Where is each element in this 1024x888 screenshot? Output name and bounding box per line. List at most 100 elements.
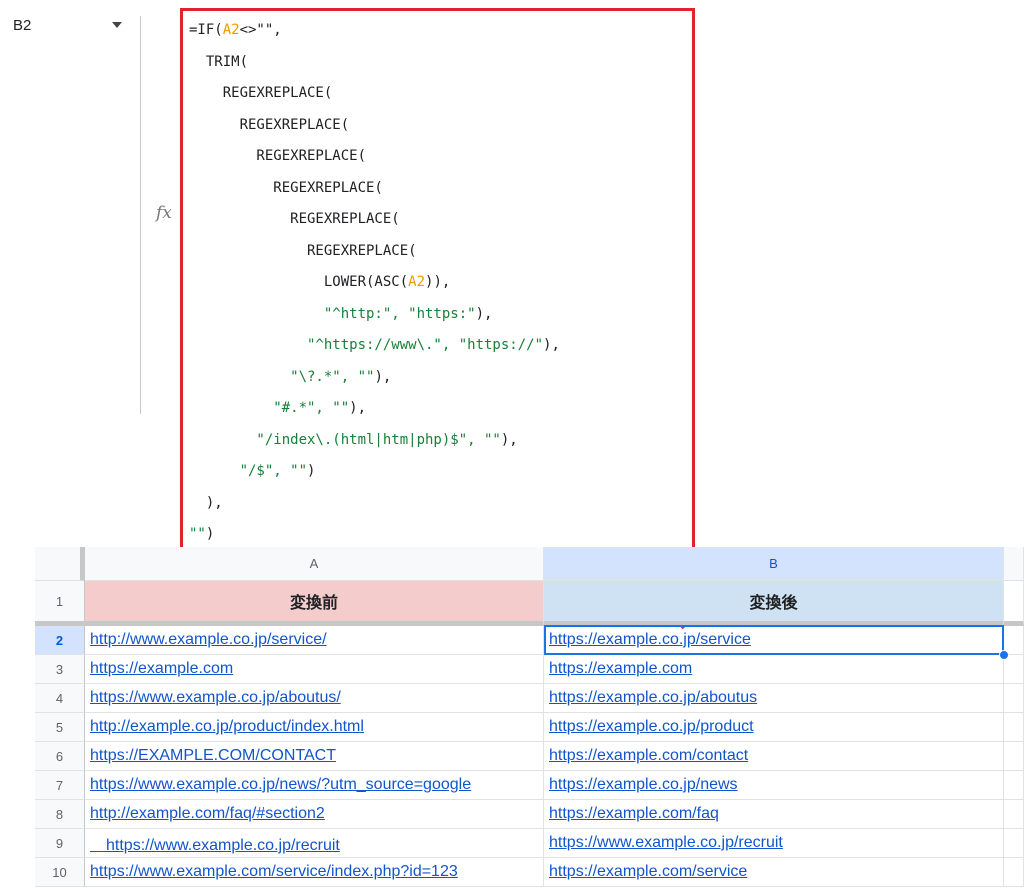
cell-c[interactable] <box>1004 800 1024 829</box>
chevron-down-icon[interactable] <box>112 22 122 28</box>
formula-token: REGEXREPLACE( <box>189 148 367 164</box>
url-link[interactable]: https://www.example.co.jp/aboutus/ <box>90 689 341 706</box>
formula-line: ), <box>189 488 223 519</box>
url-link[interactable]: https://example.com/service <box>549 863 748 880</box>
cell-c[interactable] <box>1004 742 1024 771</box>
row-number[interactable]: 1 <box>35 581 85 626</box>
url-link[interactable]: https://example.com <box>549 660 693 677</box>
row-number[interactable]: 8 <box>35 800 85 829</box>
select-all-corner[interactable] <box>35 547 85 581</box>
formula-string: "/$", "" <box>189 463 308 479</box>
cell-after[interactable]: https://example.com/contact <box>544 742 1004 771</box>
formula-line: REGEXREPLACE( <box>189 141 366 172</box>
formula-token: REGEXREPLACE( <box>189 179 383 196</box>
cell-before[interactable]: https://www.example.com/service/index.ph… <box>85 858 544 887</box>
table-row: 9 https://www.example.co.jp/recruit https… <box>35 829 1024 858</box>
cell-after[interactable]: https://example.co.jp/service <box>544 626 1004 655</box>
cell-c[interactable] <box>1004 655 1024 684</box>
cell-before[interactable]: https://www.example.co.jp/news/?utm_sour… <box>85 771 544 800</box>
column-header-b[interactable]: B <box>544 547 1004 581</box>
table-row: 7 https://www.example.co.jp/news/?utm_sou… <box>35 771 1024 800</box>
formula-token: ), <box>374 368 392 385</box>
formula-token: ) <box>205 526 215 542</box>
row-number[interactable]: 4 <box>35 684 85 713</box>
cell-c[interactable] <box>1004 858 1024 887</box>
cell-before[interactable]: https://www.example.co.jp/recruit <box>85 829 544 858</box>
formula-line: "") <box>189 519 214 550</box>
url-link[interactable]: http://example.co.jp/product/index.html <box>90 718 364 735</box>
cell-c[interactable] <box>1004 829 1024 858</box>
url-link[interactable]: https://www.example.com/service/index.ph… <box>90 863 458 880</box>
cell-before[interactable]: https://www.example.co.jp/aboutus/ <box>85 684 544 713</box>
url-link[interactable]: https://www.example.co.jp/recruit <box>90 837 340 854</box>
row-number[interactable]: 9 <box>35 829 85 858</box>
formula-line: REGEXREPLACE( <box>189 236 417 267</box>
formula-token: REGEXREPLACE( <box>189 85 333 101</box>
formula-line: REGEXREPLACE( <box>189 78 333 109</box>
formula-string: "^https://www\.", "https://" <box>189 337 544 353</box>
formula-string: "#.*", "" <box>189 400 350 416</box>
cell-after[interactable]: https://example.co.jp/product <box>544 713 1004 742</box>
row-number[interactable]: 2 <box>35 626 85 655</box>
url-link[interactable]: https://example.com/faq <box>549 805 719 822</box>
url-link[interactable]: http://www.example.co.jp/service/ <box>90 631 327 648</box>
table-row: 10 https://www.example.com/service/index.… <box>35 858 1024 887</box>
cell-c1[interactable] <box>1004 581 1024 626</box>
formula-editor[interactable]: =IF(A2<>"", TRIM( REGEXREPLACE( REGEXREP… <box>180 8 695 551</box>
url-link[interactable]: https://www.example.co.jp/recruit <box>549 834 783 851</box>
cell-before[interactable]: http://example.com/faq/#section2 <box>85 800 544 829</box>
cell-c[interactable] <box>1004 684 1024 713</box>
cell-after[interactable]: https://www.example.co.jp/recruit <box>544 829 1004 858</box>
row-number[interactable]: 7 <box>35 771 85 800</box>
fill-handle[interactable] <box>999 650 1009 660</box>
cell-c[interactable] <box>1004 771 1024 800</box>
cell-before[interactable]: https://example.com <box>85 655 544 684</box>
formula-token: REGEXREPLACE( <box>189 242 417 259</box>
row-number[interactable]: 6 <box>35 742 85 771</box>
url-link[interactable]: https://example.co.jp/news <box>549 776 738 793</box>
row-number[interactable]: 10 <box>35 858 85 887</box>
formula-line: "\?.*", ""), <box>189 362 391 393</box>
column-header-row: A B <box>35 547 1024 581</box>
row-number[interactable]: 3 <box>35 655 85 684</box>
formula-line: "^http:", "https:"), <box>189 299 493 330</box>
url-link[interactable]: https://www.example.co.jp/news/?utm_sour… <box>90 776 472 793</box>
cell-after[interactable]: https://example.co.jp/news <box>544 771 1004 800</box>
formula-token: )), <box>425 274 451 290</box>
cell-before[interactable]: https://EXAMPLE.COM/CONTACT <box>85 742 544 771</box>
column-header-a[interactable]: A <box>85 547 544 581</box>
name-box[interactable]: B2 <box>0 0 140 52</box>
formula-line: "^https://www\.", "https://"), <box>189 330 560 361</box>
url-link[interactable]: https://example.com <box>90 660 234 677</box>
cell-before[interactable]: http://example.co.jp/product/index.html <box>85 713 544 742</box>
table-row: 6 https://EXAMPLE.COM/CONTACT https://exam… <box>35 742 1024 771</box>
row-number[interactable]: 5 <box>35 713 85 742</box>
formula-line: REGEXREPLACE( <box>189 110 350 141</box>
cell-before[interactable]: http://www.example.co.jp/service/ <box>85 626 544 655</box>
cell-after[interactable]: https://example.com/faq <box>544 800 1004 829</box>
cell-after[interactable]: https://example.co.jp/aboutus <box>544 684 1004 713</box>
column-header-c[interactable] <box>1004 547 1024 581</box>
formula-token: ), <box>189 494 223 511</box>
formula-token: ), <box>543 337 560 353</box>
table-row-1: 1 変換前 変換後 <box>35 581 1024 626</box>
url-link[interactable]: https://example.com/contact <box>549 747 749 764</box>
formula-line: TRIM( <box>189 47 248 78</box>
url-link[interactable]: https://EXAMPLE.COM/CONTACT <box>90 747 336 764</box>
formula-cell-ref: A2 <box>408 274 426 290</box>
cell-c[interactable] <box>1004 713 1024 742</box>
cell-after[interactable]: https://example.com/service <box>544 858 1004 887</box>
url-link[interactable]: http://example.com/faq/#section2 <box>90 805 325 822</box>
url-link[interactable]: https://example.co.jp/service <box>549 631 751 648</box>
formula-string: "\?.*", "" <box>189 368 375 385</box>
url-link[interactable]: https://example.co.jp/product <box>549 718 754 735</box>
url-link[interactable]: https://example.co.jp/aboutus <box>549 689 758 706</box>
formula-line: =IF(A2<>"", <box>189 15 282 46</box>
formula-string: "" <box>189 526 206 542</box>
cell-b1[interactable]: 変換後 <box>544 581 1004 626</box>
cell-a1[interactable]: 変換前 <box>85 581 544 626</box>
formula-token: <>"", <box>239 22 282 38</box>
cell-after[interactable]: https://example.com <box>544 655 1004 684</box>
formula-bar-divider <box>140 16 141 414</box>
formula-string: "/index\.(html|htm|php)$", "" <box>189 431 501 448</box>
